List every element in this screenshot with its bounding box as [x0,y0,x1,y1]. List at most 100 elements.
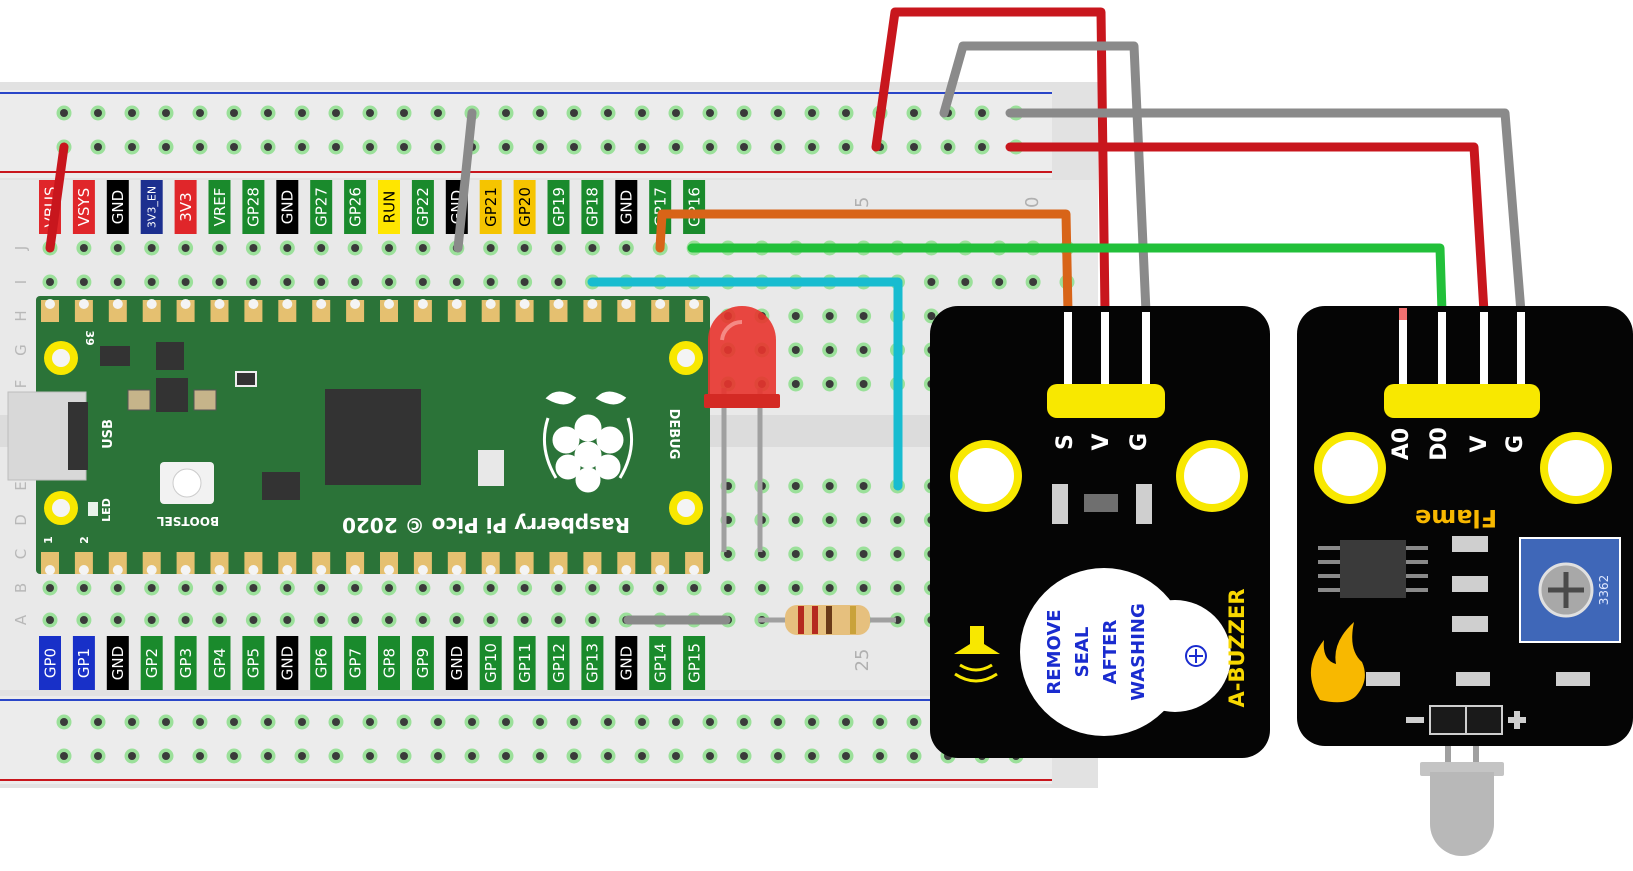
breadboard-hole[interactable] [974,139,990,155]
breadboard-hole[interactable] [56,748,72,764]
breadboard-hole[interactable] [76,580,92,596]
breadboard-hole[interactable] [381,274,397,290]
breadboard-hole[interactable] [991,274,1007,290]
breadboard-hole[interactable] [788,580,804,596]
breadboard-hole[interactable] [158,748,174,764]
breadboard-hole[interactable] [957,274,973,290]
breadboard-hole[interactable] [872,714,888,730]
breadboard-hole[interactable] [158,714,174,730]
breadboard-hole[interactable] [483,274,499,290]
breadboard-hole[interactable] [362,714,378,730]
breadboard-hole[interactable] [770,714,786,730]
breadboard-hole[interactable] [804,105,820,121]
breadboard-hole[interactable] [313,274,329,290]
breadboard-hole[interactable] [668,139,684,155]
breadboard-hole[interactable] [245,612,261,628]
breadboard-hole[interactable] [566,748,582,764]
breadboard-hole[interactable] [110,274,126,290]
breadboard-hole[interactable] [804,714,820,730]
breadboard-hole[interactable] [313,612,329,628]
breadboard-hole[interactable] [464,714,480,730]
breadboard-hole[interactable] [788,512,804,528]
breadboard-hole[interactable] [600,139,616,155]
breadboard-hole[interactable] [702,714,718,730]
breadboard-hole[interactable] [566,714,582,730]
breadboard-hole[interactable] [856,342,872,358]
breadboard-hole[interactable] [584,612,600,628]
breadboard-hole[interactable] [178,274,194,290]
breadboard-hole[interactable] [906,748,922,764]
breadboard-hole[interactable] [464,748,480,764]
breadboard-hole[interactable] [192,105,208,121]
breadboard-hole[interactable] [294,748,310,764]
breadboard-hole[interactable] [260,105,276,121]
breadboard-hole[interactable] [430,714,446,730]
breadboard-hole[interactable] [702,748,718,764]
breadboard-hole[interactable] [634,139,650,155]
breadboard-hole[interactable] [260,748,276,764]
breadboard-hole[interactable] [872,748,888,764]
breadboard-hole[interactable] [260,139,276,155]
breadboard-hole[interactable] [498,748,514,764]
breadboard-hole[interactable] [158,105,174,121]
breadboard-hole[interactable] [788,478,804,494]
breadboard-hole[interactable] [906,139,922,155]
breadboard-hole[interactable] [245,240,261,256]
breadboard-hole[interactable] [822,478,838,494]
breadboard-hole[interactable] [788,546,804,562]
breadboard-hole[interactable] [668,714,684,730]
breadboard-hole[interactable] [856,546,872,562]
breadboard-hole[interactable] [294,139,310,155]
breadboard-hole[interactable] [856,478,872,494]
breadboard-hole[interactable] [483,612,499,628]
breadboard-hole[interactable] [822,376,838,392]
breadboard-hole[interactable] [634,105,650,121]
breadboard-hole[interactable] [144,274,160,290]
breadboard-hole[interactable] [906,714,922,730]
breadboard-hole[interactable] [381,612,397,628]
breadboard-hole[interactable] [415,274,431,290]
breadboard-hole[interactable] [90,748,106,764]
breadboard-hole[interactable] [449,580,465,596]
breadboard-hole[interactable] [856,512,872,528]
breadboard-hole[interactable] [702,105,718,121]
breadboard-hole[interactable] [294,105,310,121]
breadboard-hole[interactable] [551,274,566,290]
breadboard-hole[interactable] [890,512,905,528]
breadboard-hole[interactable] [702,139,718,155]
breadboard-hole[interactable] [720,580,736,596]
breadboard-hole[interactable] [600,714,616,730]
breadboard-hole[interactable] [618,240,634,256]
breadboard-hole[interactable] [770,105,786,121]
breadboard-hole[interactable] [328,105,344,121]
breadboard-hole[interactable] [822,546,838,562]
breadboard-hole[interactable] [279,240,295,256]
breadboard-hole[interactable] [668,105,684,121]
breadboard-hole[interactable] [517,580,533,596]
breadboard-hole[interactable] [56,714,72,730]
breadboard-hole[interactable] [144,612,160,628]
breadboard-hole[interactable] [362,105,378,121]
breadboard-hole[interactable] [226,748,242,764]
breadboard-hole[interactable] [498,105,514,121]
breadboard-hole[interactable] [110,240,126,256]
breadboard-hole[interactable] [226,139,242,155]
breadboard-hole[interactable] [76,612,92,628]
breadboard-hole[interactable] [396,714,412,730]
breadboard-hole[interactable] [124,139,140,155]
breadboard-hole[interactable] [634,748,650,764]
breadboard-hole[interactable] [668,748,684,764]
breadboard-hole[interactable] [279,274,295,290]
breadboard-hole[interactable] [328,714,344,730]
breadboard-hole[interactable] [804,748,820,764]
breadboard-hole[interactable] [551,240,566,256]
breadboard-hole[interactable] [532,714,548,730]
breadboard-hole[interactable] [770,748,786,764]
breadboard-hole[interactable] [362,748,378,764]
breadboard-hole[interactable] [110,580,126,596]
breadboard-hole[interactable] [498,139,514,155]
breadboard-hole[interactable] [347,240,363,256]
breadboard-hole[interactable] [551,612,566,628]
breadboard-hole[interactable] [890,580,905,596]
breadboard-hole[interactable] [856,308,872,324]
